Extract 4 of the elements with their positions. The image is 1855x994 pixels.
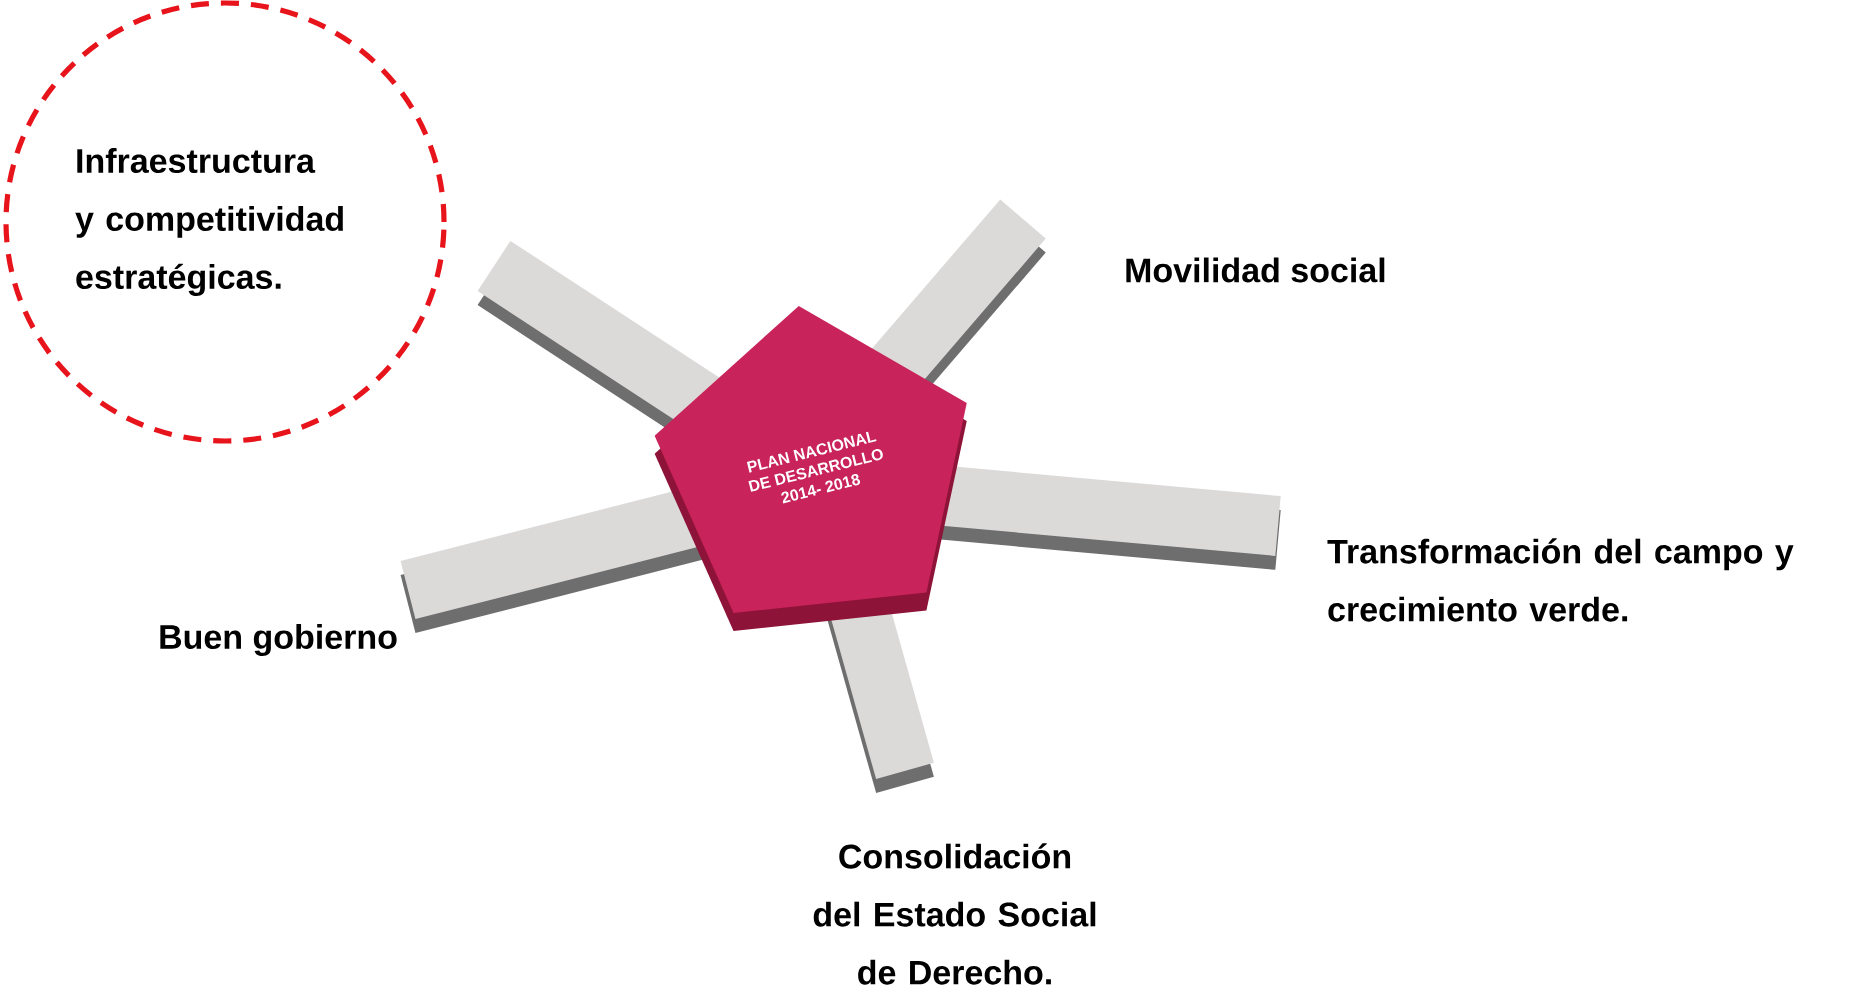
pillar-label: Consolidación del Estado Social de Derecho. bbox=[813, 843, 1096, 985]
pillar-label: Movilidad social bbox=[1126, 257, 1385, 283]
pillar-label: Transformación del campo y crecimiento verde. bbox=[1327, 538, 1794, 622]
pillar-label: Buen gobierno bbox=[160, 624, 397, 656]
